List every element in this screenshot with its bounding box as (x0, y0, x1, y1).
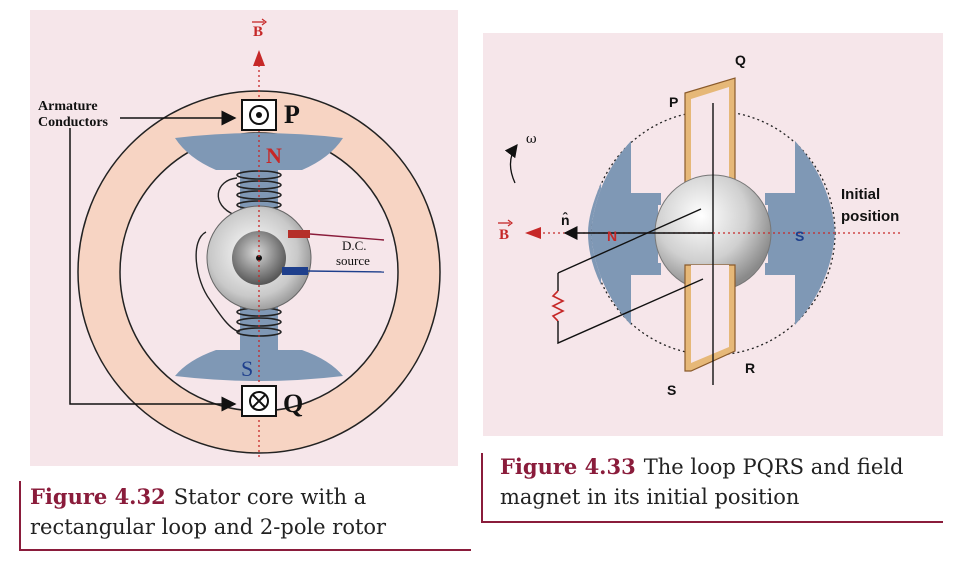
omega-arrow (504, 143, 518, 184)
corner-q-label: Q (735, 52, 746, 68)
rotor-axle (256, 255, 262, 261)
initial-position-line2: position (841, 208, 899, 225)
armature-pointer-bottom (69, 128, 237, 412)
north-pole-label: N (266, 143, 282, 168)
caption-line2: rectangular loop and 2-pole rotor (30, 515, 387, 539)
conductor-p-dot (256, 112, 262, 118)
coil-lead-bottom (195, 231, 241, 333)
source-label-line1: D.C. (342, 238, 367, 253)
conductor-p-label: P (284, 100, 300, 129)
corner-s-label: S (667, 382, 676, 398)
source-label-line2: source (336, 253, 370, 268)
caption-right-bar (481, 453, 483, 523)
field-arrow-head (253, 50, 265, 66)
caption-right-underline (481, 521, 943, 523)
armature-label-line1: Armature (38, 99, 98, 114)
field-vector-label: B (253, 24, 263, 40)
caption-line2: magnet in its initial position (500, 485, 800, 509)
magnet-south-half (768, 141, 835, 325)
caption-figure-4-33: Figure 4.33 The loop PQRS and field magne… (500, 452, 903, 512)
stator-diagram: B Armature Conductors P Q N S D.C. sourc… (38, 18, 441, 460)
field-vector-label: B (499, 227, 509, 243)
south-pole-label: S (241, 356, 253, 381)
source-wire-blue (307, 270, 385, 273)
wire-upper (557, 208, 702, 274)
caption-left-underline (19, 549, 471, 551)
armature-label-line2: Conductors (38, 115, 109, 130)
corner-p-label: P (669, 94, 678, 110)
brush-blue (282, 267, 308, 275)
caption-left-bar (19, 481, 21, 551)
normal-vector-label: n̂ (561, 211, 570, 228)
initial-position-line1: Initial (841, 186, 880, 203)
conductor-p-symbol (249, 105, 269, 125)
brush-red (288, 230, 310, 238)
omega-label: ω (526, 132, 537, 147)
wire-lower (557, 278, 704, 345)
source-wire-red (309, 233, 385, 241)
conductor-q-symbol (249, 391, 269, 411)
south-pole-label: S (795, 228, 804, 244)
figure-4-32-panel: B Armature Conductors P Q N S D.C. sourc… (30, 10, 458, 466)
caption-line1: Stator core with a (173, 485, 367, 509)
loop-diagram: ω B n̂ N S P Q R S Initial position (498, 52, 901, 398)
caption-figure-4-32: Figure 4.32 Stator core with a rectangula… (30, 482, 386, 542)
figure-number: Figure 4.33 (500, 454, 636, 479)
conductor-q-label: Q (283, 389, 303, 418)
caption-line1: The loop PQRS and field (643, 455, 904, 479)
field-arrow-head (525, 227, 541, 239)
figure-number: Figure 4.32 (30, 484, 166, 509)
figure-4-33-panel: ω B n̂ N S P Q R S Initial position (483, 33, 943, 436)
load-resistor (551, 290, 565, 322)
corner-r-label: R (745, 360, 755, 376)
north-pole-label: N (607, 228, 617, 244)
